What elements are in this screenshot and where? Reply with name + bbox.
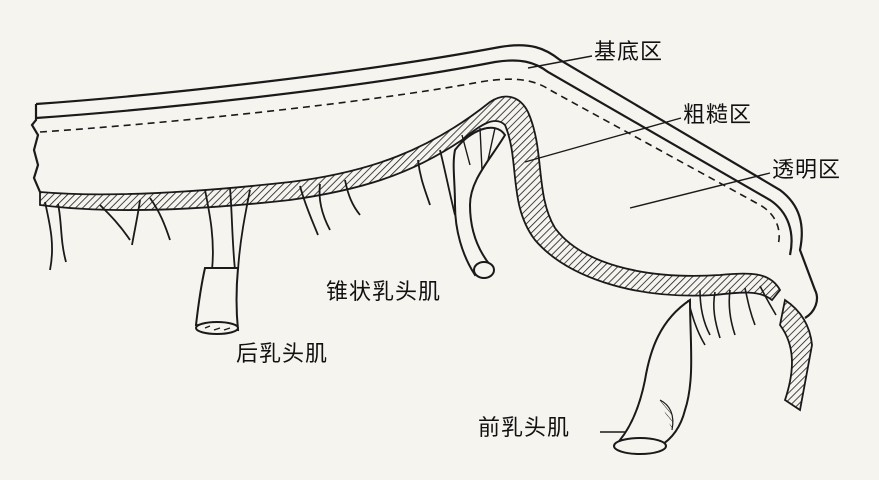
- conical-papillary-muscle: [452, 126, 507, 279]
- rough-zone-band: [39, 95, 782, 302]
- posterior-chordae: [44, 149, 456, 271]
- anterior-papillary-muscle: [613, 298, 693, 455]
- posterior-papillary-muscle: [194, 267, 240, 335]
- label-rough-zone: 粗糙区: [683, 103, 753, 128]
- leaflet-outline: [30, 44, 819, 319]
- leaflet-right-flap: [779, 298, 813, 412]
- label-clear-zone: 透明区: [772, 158, 842, 183]
- label-conical-papillary-muscle: 锥状乳头肌: [326, 280, 442, 305]
- label-basal-zone: 基底区: [594, 40, 664, 65]
- label-anterior-papillary-muscle: 前乳头肌: [478, 416, 571, 441]
- label-posterior-papillary-muscle: 后乳头肌: [236, 342, 329, 367]
- leader-lines: [524, 55, 771, 433]
